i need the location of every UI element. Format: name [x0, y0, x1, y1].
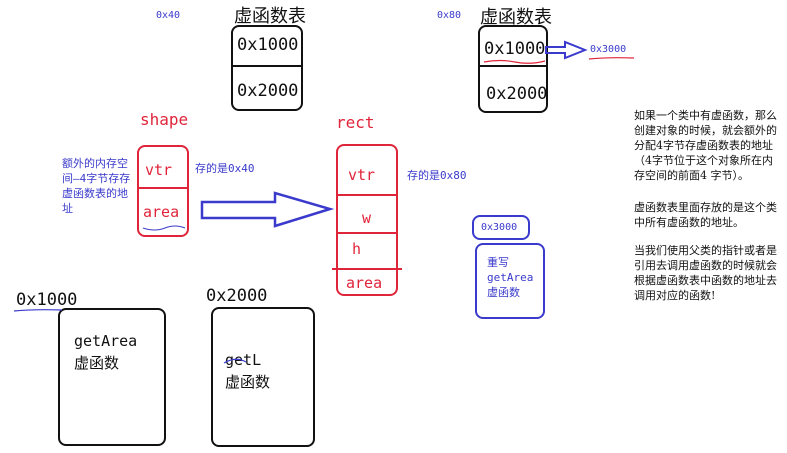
rect-divider-2 — [338, 232, 396, 234]
vtable2-address: 0x80 — [437, 10, 462, 21]
rect-field-h: h — [352, 240, 362, 258]
vtable2-override-pointer: 0x3000 — [590, 44, 627, 55]
override-func-text: 重写 getArea 虚函数 — [487, 256, 534, 299]
func1-address: 0x1000 — [16, 290, 78, 310]
shape-field-vtr: vtr — [145, 161, 173, 179]
vtable2-box: 0x1000 0x2000 — [478, 25, 548, 113]
func2-box: getL 虚函数 — [211, 307, 315, 447]
override-pointer-underline — [588, 57, 635, 60]
override-address-box: 0x3000 — [472, 215, 530, 240]
func1-box: getArea 虚函数 — [58, 308, 166, 446]
shape-divider — [139, 187, 187, 189]
rect-field-w: w — [362, 209, 372, 227]
rect-title: rect — [336, 113, 375, 132]
vtable2-entry-0: 0x1000 — [484, 39, 546, 59]
vtable1-box: 0x1000 0x2000 — [231, 25, 303, 111]
vtable2-divider — [480, 65, 546, 67]
vtable1-title: 虚函数表 — [234, 6, 306, 27]
vtable1-address: 0x40 — [156, 10, 181, 21]
vtable2-entry-1: 0x2000 — [486, 84, 548, 104]
explanation-paragraph-2: 虚函数表里面存放的是这个类中所有虚函数的地址。 — [634, 201, 777, 229]
rect-divider-3 — [332, 268, 402, 270]
override-func-box: 重写 getArea 虚函数 — [475, 243, 545, 319]
func2-text: getL 虚函数 — [225, 351, 271, 391]
vtable1-entry-0: 0x1000 — [237, 35, 299, 55]
func1-text: getArea 虚函数 — [74, 332, 138, 372]
rect-field-area: area — [346, 274, 383, 292]
rect-box: vtr w h area — [332, 144, 402, 296]
shape-title: shape — [140, 110, 189, 129]
shape-vtr-note: 存的是0x40 — [195, 162, 255, 175]
rect-field-vtr: vtr — [348, 166, 376, 184]
vtable1-divider — [233, 65, 301, 67]
shape-field-area: area — [143, 203, 180, 221]
override-arrow — [545, 40, 588, 60]
explanation-paragraph-3: 当我们使用父类的指针或者是引用去调用虚函数的时候就会根据虚函数表中函数的地址去调… — [634, 244, 777, 302]
rect-vtr-note: 存的是0x80 — [407, 169, 467, 182]
shape-side-note: 额外的内存空间—4字节存存虚函数表的地址 — [62, 157, 131, 215]
vtable2-title: 虚函数表 — [480, 7, 552, 28]
rect-divider-1 — [338, 194, 396, 196]
inheritance-arrow — [200, 191, 335, 228]
func2-address: 0x2000 — [206, 286, 268, 306]
override-address: 0x3000 — [481, 222, 518, 233]
vtable1-entry-1: 0x2000 — [237, 81, 299, 101]
explanation-paragraph-1: 如果一个类中有虚函数，那么创建对象的时候，就会额外的分配4字节存虚函数表的地址（… — [634, 109, 777, 182]
shape-box: vtr area — [137, 145, 189, 237]
